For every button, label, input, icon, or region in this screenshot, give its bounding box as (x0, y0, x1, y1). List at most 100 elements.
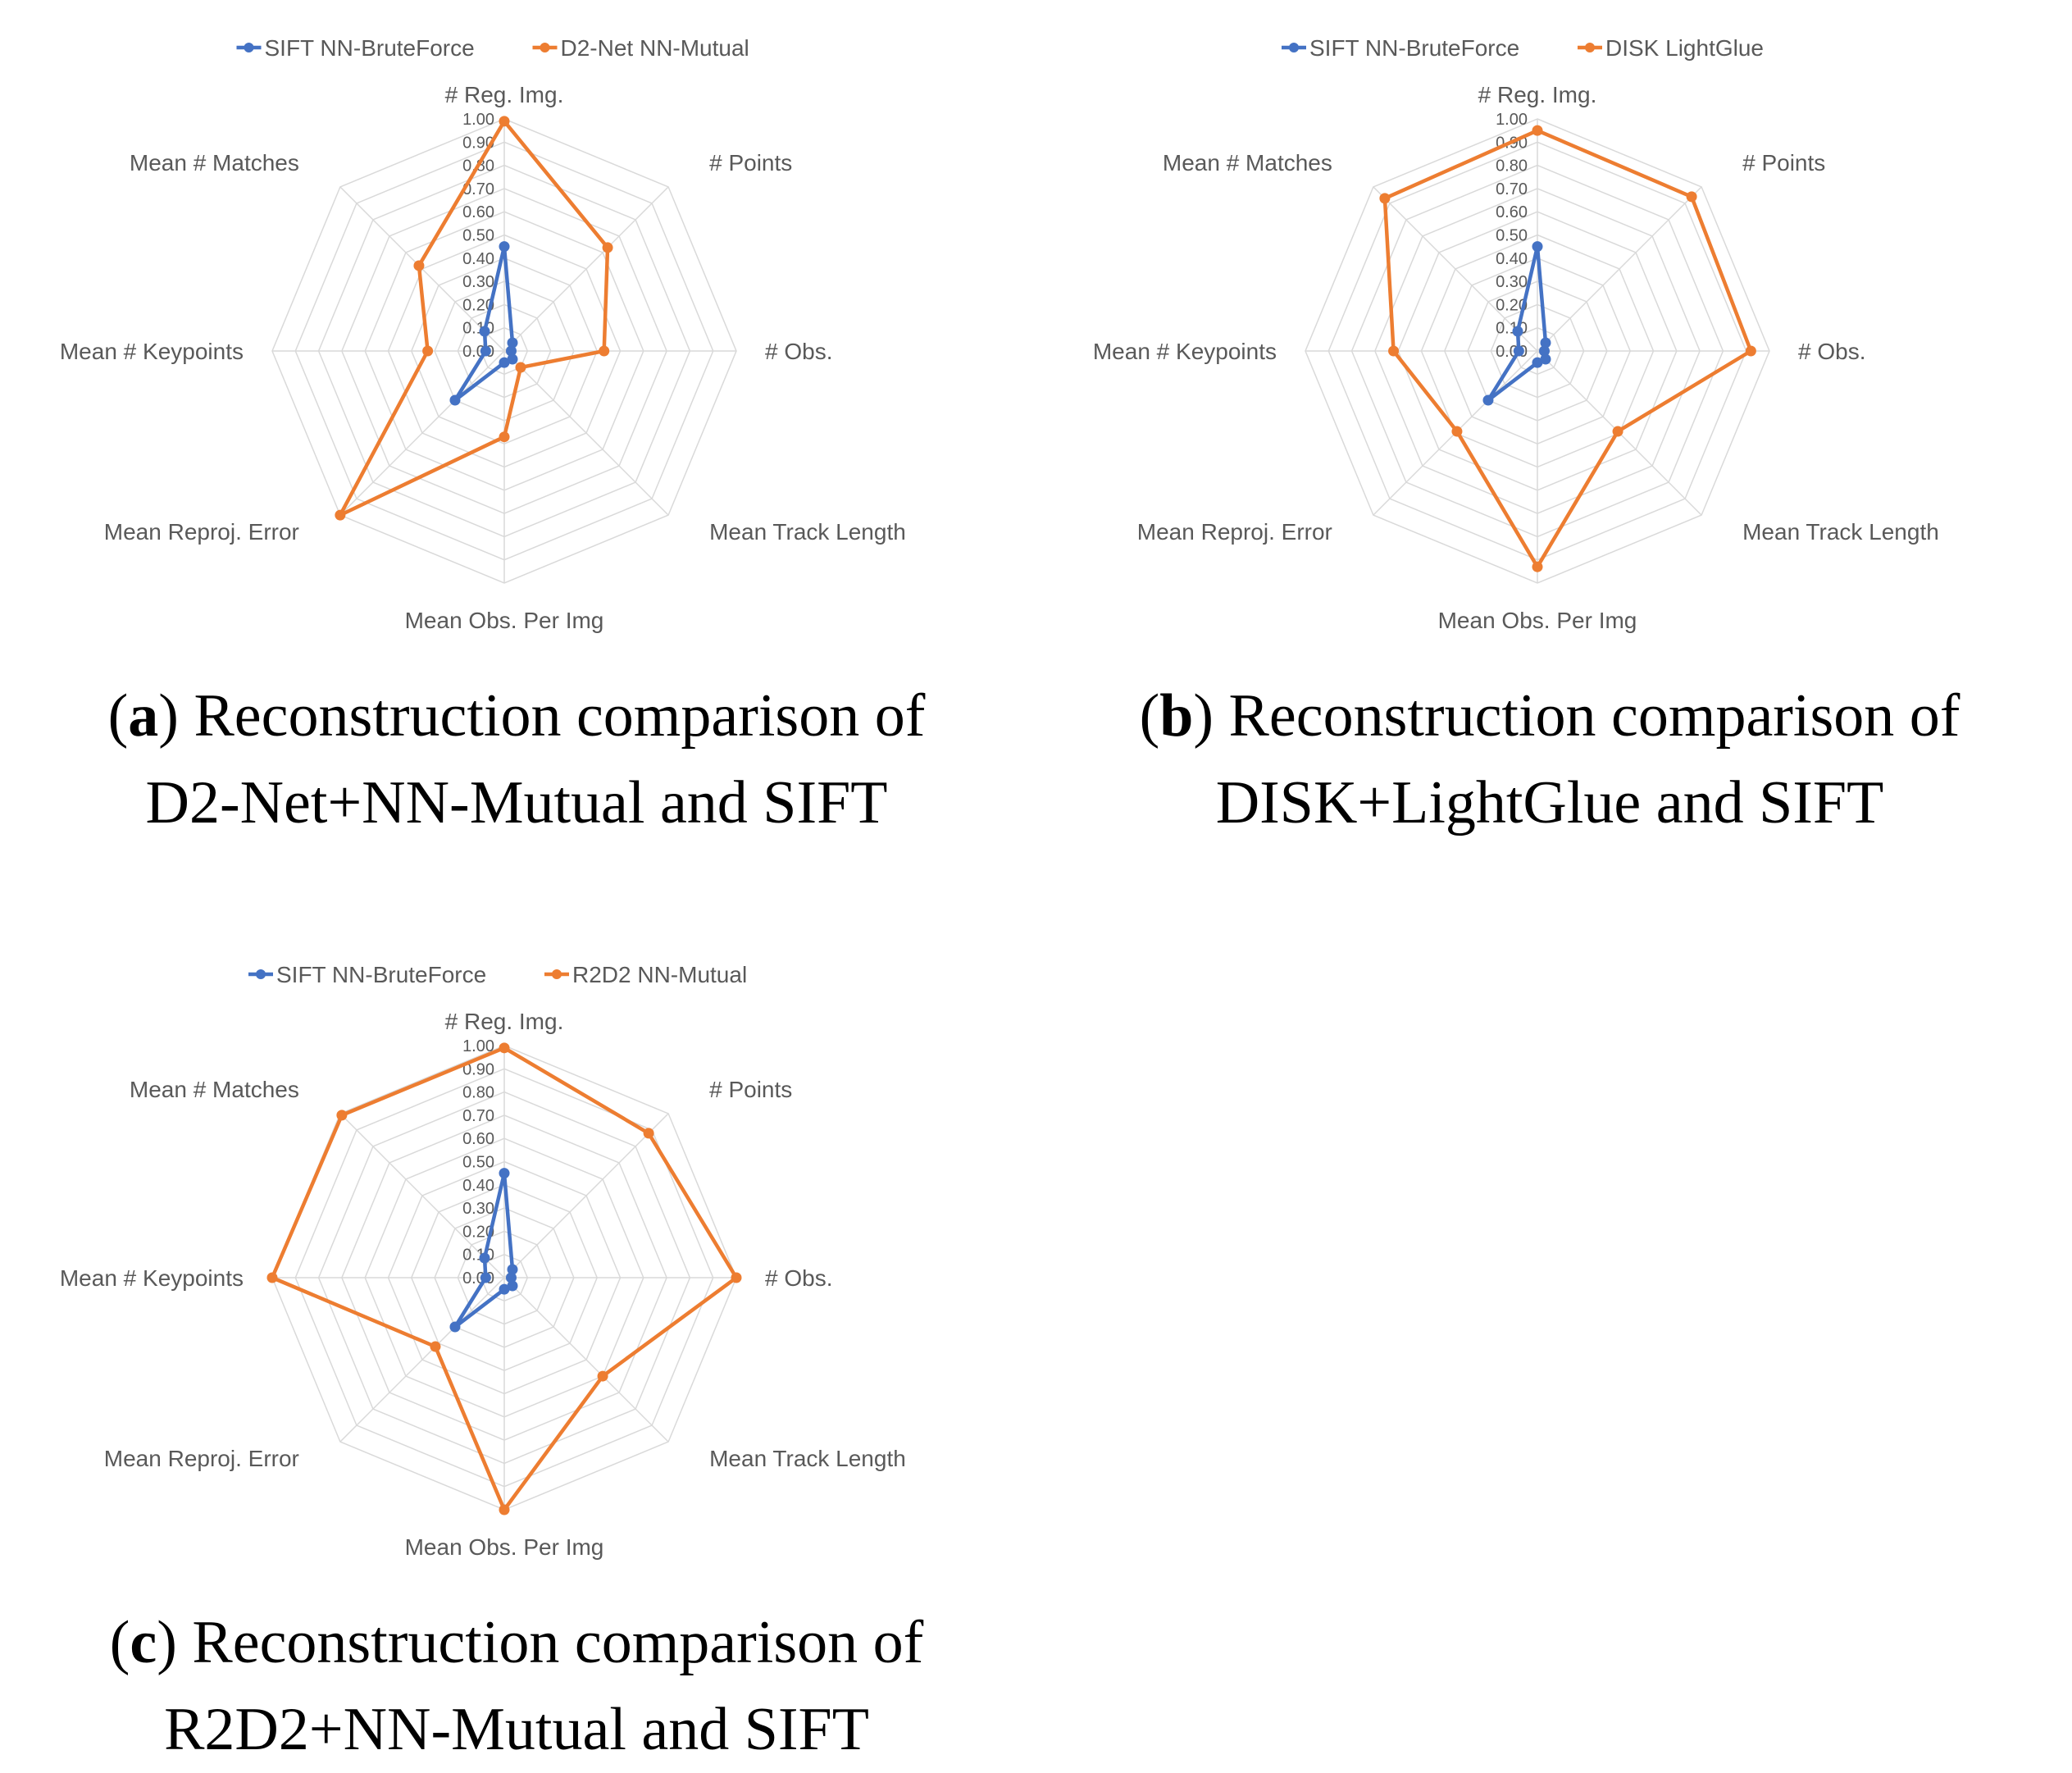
tick-label: 0.50 (462, 227, 494, 245)
data-point (1532, 125, 1543, 136)
data-point (480, 345, 491, 357)
grid-spoke (503, 1277, 669, 1443)
axis-label: Mean # Keypoints (1093, 339, 1277, 364)
data-point (1532, 241, 1543, 253)
data-point (1532, 357, 1543, 368)
data-point (602, 242, 613, 253)
caption-letter: c (130, 1609, 157, 1676)
axis-label: Mean Track Length (1742, 519, 1939, 545)
data-point (507, 353, 518, 365)
legend-label: SIFT NN-BruteForce (1309, 35, 1519, 61)
axis-label: Mean Track Length (709, 519, 906, 545)
axis-label: Mean # Matches (130, 1077, 299, 1102)
caption-b: (b) Reconstruction comparison of DISK+Li… (1139, 682, 1960, 836)
tick-label: 0.80 (462, 1084, 494, 1102)
axis-label: # Points (1742, 150, 1825, 175)
tick-label: 0.40 (462, 250, 494, 268)
data-point (1388, 345, 1400, 357)
data-point (449, 1321, 461, 1333)
axis-label: Mean Track Length (709, 1446, 906, 1471)
caption-line2: D2-Net+NN-Mutual and SIFT (145, 769, 888, 836)
axis-label: Mean Reproj. Error (1137, 519, 1332, 545)
grid-spoke (503, 1113, 669, 1278)
tick-label: 0.70 (462, 1107, 494, 1125)
legend-label: SIFT NN-BruteForce (276, 962, 486, 987)
tick-label: 1.00 (462, 1037, 494, 1055)
axis-label: Mean Reproj. Error (104, 519, 299, 545)
tick-label: 0.20 (462, 296, 494, 314)
data-point (1379, 193, 1391, 204)
tick-label: 0.60 (462, 203, 494, 221)
data-point (1482, 394, 1494, 406)
caption-letter: a (128, 682, 159, 750)
radar-chart-a: 0.000.100.200.300.400.500.600.700.800.90… (60, 35, 906, 633)
data-point (507, 1264, 518, 1275)
caption-line1: Reconstruction comparison of (194, 682, 926, 750)
axis-label: Mean # Keypoints (60, 1265, 244, 1291)
tick-label: 0.30 (1496, 273, 1528, 291)
axis-label: Mean Reproj. Error (104, 1446, 299, 1471)
data-point (449, 394, 461, 406)
axis-label: Mean # Keypoints (60, 339, 244, 364)
data-point (505, 1272, 517, 1283)
legend-label: D2-Net NN-Mutual (561, 35, 749, 61)
caption-line1: Reconstruction comparison of (192, 1609, 924, 1676)
data-point (335, 509, 346, 521)
data-point (480, 1272, 491, 1283)
grid-spoke (1537, 186, 1702, 352)
data-point (499, 1283, 510, 1295)
data-point (430, 1341, 441, 1352)
data-point (479, 326, 490, 337)
data-point (499, 1042, 510, 1054)
data-point (597, 1370, 608, 1382)
data-point (413, 260, 425, 271)
tick-label: 0.70 (1496, 180, 1528, 198)
data-point (1612, 426, 1623, 437)
grid-spoke (339, 1277, 505, 1443)
data-point (499, 1168, 510, 1179)
caption-line2: DISK+LightGlue and SIFT (1215, 769, 1884, 836)
data-point (505, 345, 517, 357)
tick-label: 0.30 (462, 1200, 494, 1218)
grid-spoke (503, 186, 669, 352)
tick-label: 0.80 (1496, 157, 1528, 175)
data-point (499, 1504, 510, 1515)
data-point (507, 1280, 518, 1292)
tick-label: 0.70 (462, 180, 494, 198)
data-point (1512, 326, 1523, 337)
axis-label: Mean Obs. Per Img (405, 1534, 604, 1560)
legend-marker (552, 969, 562, 979)
data-point (1686, 191, 1697, 203)
tick-label: 0.50 (1496, 227, 1528, 245)
axis-label: Mean Obs. Per Img (1438, 608, 1637, 633)
axis-label: # Points (709, 1077, 792, 1102)
tick-label: 1.00 (1496, 111, 1528, 129)
tick-label: 0.10 (462, 1247, 494, 1265)
legend-label: DISK LightGlue (1605, 35, 1764, 61)
data-point (1540, 337, 1551, 349)
axis-label: Mean Obs. Per Img (405, 608, 604, 633)
axis-label: # Obs. (1798, 339, 1865, 364)
tick-label: 0.40 (462, 1177, 494, 1195)
axis-label: # Reg. Img. (445, 82, 564, 107)
tick-label: 0.20 (462, 1223, 494, 1241)
legend-marker (1289, 43, 1299, 52)
data-point (1532, 561, 1543, 572)
data-point (599, 345, 610, 357)
legend-label: SIFT NN-BruteForce (265, 35, 475, 61)
tick-label: 0.60 (1496, 203, 1528, 221)
data-point (479, 1252, 490, 1264)
data-point (499, 241, 510, 253)
caption-line2: R2D2+NN-Mutual and SIFT (164, 1696, 869, 1763)
caption-a: (a) Reconstruction comparison of D2-Net+… (107, 682, 926, 836)
legend-marker (540, 43, 550, 52)
radar-chart-c: 0.000.100.200.300.400.500.600.700.800.90… (60, 962, 906, 1560)
legend-label: R2D2 NN-Mutual (572, 962, 747, 987)
data-point (266, 1272, 278, 1283)
tick-label: 0.30 (462, 273, 494, 291)
data-point (499, 357, 510, 368)
data-point (1540, 353, 1551, 365)
legend-marker (256, 969, 266, 979)
axis-label: # Points (709, 150, 792, 175)
tick-label: 0.10 (462, 320, 494, 338)
